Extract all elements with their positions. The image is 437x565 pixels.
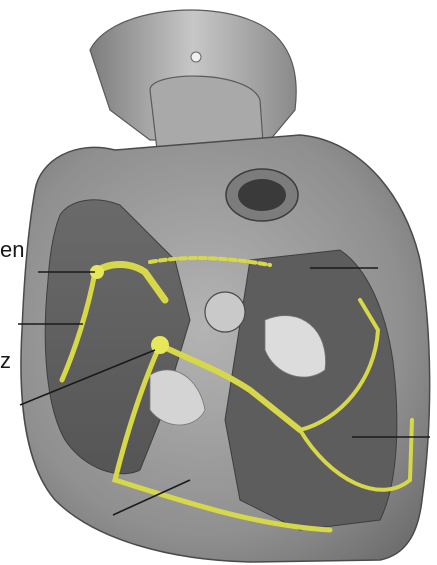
- tricuspid-valve: [205, 292, 245, 332]
- vessel-marker: [191, 52, 201, 62]
- aortic-valve-lumen: [238, 179, 286, 211]
- label-av-node-fragment: z: [0, 350, 11, 372]
- label-sinoatrial-fragment: en: [0, 239, 24, 261]
